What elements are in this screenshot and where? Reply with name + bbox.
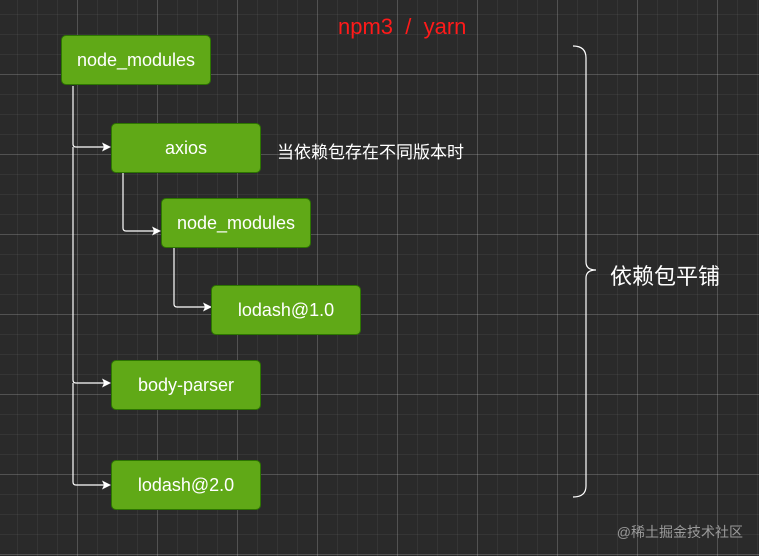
arrowhead-node-modules <box>152 226 161 236</box>
connector-root-body-parser <box>72 147 104 384</box>
connector-root-axios <box>72 86 104 148</box>
node-body-parser: body-parser <box>111 360 261 410</box>
arrowhead-lodash2 <box>102 480 111 490</box>
node-lodash-2: lodash@2.0 <box>111 460 261 510</box>
diagram-title: npm3 / yarn <box>338 14 467 39</box>
watermark: @稀土掘金技术社区 <box>616 524 743 540</box>
arrowhead-axios <box>102 142 111 152</box>
node-axios-node-modules: node_modules <box>161 198 311 248</box>
connector-axios-node-modules <box>122 173 154 232</box>
node-root-node-modules: node_modules <box>61 35 211 85</box>
arrowhead-body-parser <box>102 378 111 388</box>
node-lodash-1: lodash@1.0 <box>211 285 361 335</box>
connector-node-modules-lodash1 <box>173 248 205 308</box>
node-axios: axios <box>111 123 261 173</box>
brace-label: 依赖包平铺 <box>610 264 721 289</box>
arrowhead-lodash1 <box>203 302 212 312</box>
connector-root-lodash2 <box>72 383 104 486</box>
curly-brace <box>572 45 597 498</box>
version-note: 当依赖包存在不同版本时 <box>277 143 464 162</box>
